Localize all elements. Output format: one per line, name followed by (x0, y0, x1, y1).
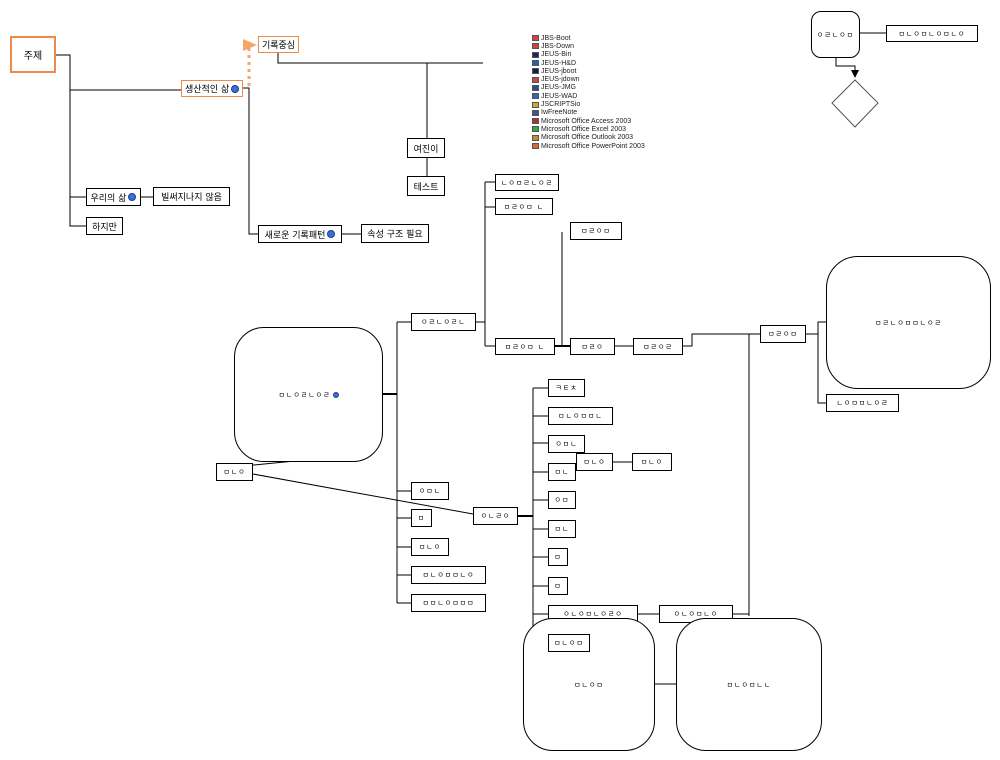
mid-hub-node[interactable]: ㅇㄴㄹㅇ (473, 507, 518, 525)
right-10-node[interactable]: ㅁㄴㅇㅁ (548, 634, 590, 652)
record-center-node[interactable]: 기록중심 (258, 36, 299, 53)
needs-structure-node[interactable]: 속성 구조 필요 (361, 224, 429, 243)
file-icon (532, 51, 539, 58)
left-5-node[interactable]: ㅁㅁㄴㅇㅁㅁㅁ (411, 594, 486, 612)
upper-c1-node[interactable]: ㅁㄹㅇ (570, 338, 615, 355)
bottom-big-2-node[interactable]: ㅁㄴㅇㅁㄴㄴ (676, 618, 822, 751)
file-list-item[interactable]: JEUS-jboot (532, 67, 672, 75)
right-8-node[interactable]: ㅁ (548, 577, 568, 595)
globe-icon (128, 193, 137, 201)
upper-b-node[interactable]: ㅁㄹㅇㅁ ㄴ (495, 198, 553, 215)
left-3-node[interactable]: ㅁㄴㅇ (411, 538, 449, 556)
file-icon (532, 60, 539, 67)
file-icon (532, 84, 539, 91)
file-name: JEUS-JMG (541, 84, 576, 92)
right-6-node[interactable]: ㅁㄴ (548, 520, 576, 538)
right-3a-node[interactable]: ㅁㄴㅇ (576, 453, 613, 471)
new-record-pattern-label: 새로운 기록패턴 (264, 230, 326, 241)
right-5-node[interactable]: ㅇㅁ (548, 491, 576, 509)
file-name: Microsoft Office Excel 2003 (541, 125, 627, 133)
file-list-item[interactable]: Microsoft Office Excel 2003 (532, 125, 672, 133)
right-3-node[interactable]: ㅇㅁㄴ (548, 435, 585, 453)
right-7-node[interactable]: ㅁ (548, 548, 568, 566)
file-name: JEUS-jboot (541, 67, 577, 75)
file-list-item[interactable]: IwFreeNote (532, 109, 672, 117)
small-left-node[interactable]: ㅁㄴㅇ (216, 463, 253, 481)
file-list-item[interactable]: JEUS-H&D (532, 59, 672, 67)
file-icon (532, 143, 539, 149)
file-name: JEUS-H&D (541, 59, 577, 67)
test-node[interactable]: 테스트 (407, 176, 445, 196)
file-list-item[interactable]: JBS-Down (532, 42, 672, 50)
file-icon (532, 101, 539, 108)
globe-icon (231, 84, 239, 93)
right-big-rounded-node[interactable]: ㅁㄹㄴㅇㅁㅁㄴㅇㄹ (826, 256, 991, 389)
file-name: JBS-Boot (541, 34, 571, 42)
yeojinee-node[interactable]: 여진이 (407, 138, 445, 158)
file-name: JBS-Down (541, 42, 575, 50)
big-rounded-left-label: ㅁㄴㅇㄹㄴㅇㄹ (278, 390, 331, 399)
big-rounded-left-node[interactable]: ㅁㄴㅇㄹㄴㅇㄹ (234, 327, 383, 462)
file-list-item[interactable]: JBS-Boot (532, 34, 672, 42)
productive-life-node[interactable]: 생산적인 삶 (181, 80, 243, 97)
right-1-node[interactable]: ㅋㅌㅊ (548, 379, 585, 397)
upper-c2-node[interactable]: ㅁㄹㅇㄹ (633, 338, 683, 355)
file-name: JEUS-jdown (541, 76, 580, 84)
file-name: JSCRIPTSio (541, 101, 581, 109)
but-node[interactable]: 하지만 (86, 217, 123, 235)
file-list-item[interactable]: JEUS-WAD (532, 92, 672, 100)
file-name: Microsoft Office PowerPoint 2003 (541, 142, 645, 150)
file-list-item[interactable]: Microsoft Office Access 2003 (532, 117, 672, 125)
arrow-down-icon (851, 70, 859, 78)
left-4-node[interactable]: ㅁㄴㅇㅁㅁㄴㅇ (411, 566, 486, 584)
right-3b-node[interactable]: ㅁㄴㅇ (632, 453, 672, 471)
file-name: Microsoft Office Access 2003 (541, 117, 632, 125)
file-name: Microsoft Office Outlook 2003 (541, 134, 634, 142)
file-icon (532, 68, 539, 75)
not-missing-node[interactable]: 빌써지나지 않음 (153, 187, 230, 206)
top-right-rounded-node[interactable]: ㅇㄹㄴㅇㅁ (811, 11, 860, 58)
top-right-box-node[interactable]: ㅁㄴㅇㅁㄴㅇㅁㄴㅇ (886, 25, 978, 42)
right-2-node[interactable]: ㅁㄴㅇㅁㅁㄴ (548, 407, 613, 425)
our-life-node[interactable]: 우리의 삶 (86, 188, 141, 206)
file-name: IwFreeNote (541, 109, 578, 117)
file-list-item[interactable]: Microsoft Office PowerPoint 2003 (532, 142, 672, 150)
file-list-item[interactable]: Microsoft Office Outlook 2003 (532, 134, 672, 142)
productive-life-label: 생산적인 삶 (185, 85, 230, 95)
link-icon (332, 391, 339, 398)
right-small-node[interactable]: ㄴㅇㅁㅁㄴㅇㄹ (826, 394, 899, 412)
upper-a-node[interactable]: ㄴㅇㅁㄹㄴㅇㄹ (495, 174, 559, 191)
upper-top-node[interactable]: ㅁㄹㅇㅁ (570, 222, 622, 240)
upper-hub-node[interactable]: ㅇㄹㄴㅇㄹㄴ (411, 313, 476, 331)
orange-dotted-link (243, 39, 257, 86)
file-list-item[interactable]: JEUS-JMG (532, 84, 672, 92)
far-right-node[interactable]: ㅁㄹㅇㅁ (760, 325, 806, 343)
file-name: JEUS-WAD (541, 92, 578, 100)
topic-node[interactable]: 주제 (10, 36, 56, 73)
new-record-pattern-node[interactable]: 새로운 기록패턴 (258, 225, 342, 243)
our-life-label: 우리의 삶 (90, 193, 127, 204)
left-1-node[interactable]: ㅇㅁㄴ (411, 482, 449, 500)
file-list-item[interactable]: JEUS-jdown (532, 75, 672, 83)
file-icon (532, 43, 539, 50)
file-icon (532, 76, 539, 83)
file-icon (532, 93, 539, 100)
file-icon (532, 134, 539, 141)
file-icon (532, 126, 539, 133)
file-icon (532, 109, 539, 116)
file-list-item[interactable]: JSCRIPTSio (532, 100, 672, 108)
file-icon (532, 118, 539, 125)
left-2-node[interactable]: ㅁ (411, 509, 432, 527)
file-icon (532, 35, 539, 42)
globe-icon (327, 230, 336, 238)
file-list-item[interactable]: JEUS-Bin (532, 51, 672, 59)
file-name: JEUS-Bin (541, 51, 572, 59)
decision-diamond (831, 79, 879, 128)
right-4-node[interactable]: ㅁㄴ (548, 463, 576, 481)
upper-c-node[interactable]: ㅁㄹㅇㅁ ㄴ (495, 338, 555, 355)
